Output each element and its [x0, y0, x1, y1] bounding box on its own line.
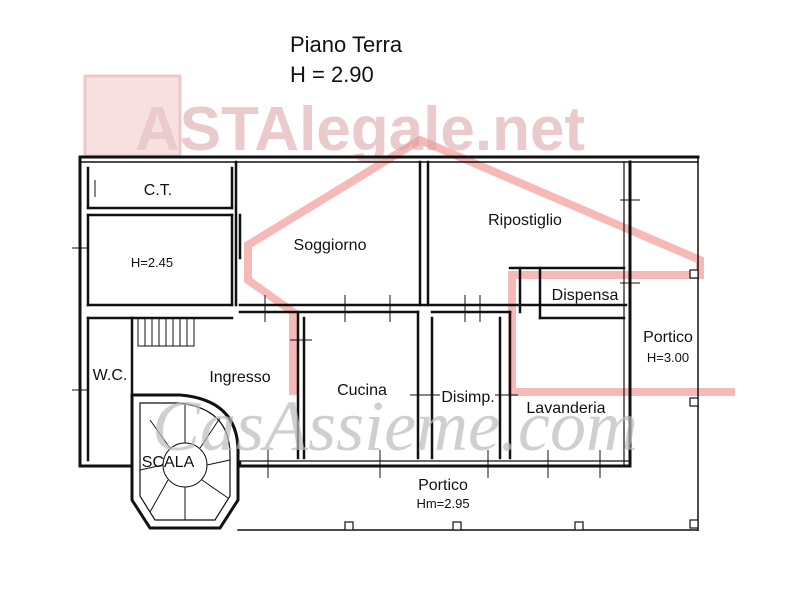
interior-walls: [86, 160, 628, 468]
room-label-scala: SCALA: [142, 454, 195, 471]
room-label-portico-bottom-height: Hm=2.95: [416, 496, 469, 511]
casassieme-watermark-text: CasAssieme.com: [152, 386, 638, 466]
room-label-ripostiglio: Ripostiglio: [488, 212, 562, 229]
house-outline-watermark: [244, 135, 735, 396]
room-label-portico-right: Portico: [643, 329, 693, 346]
spiral-staircase: [130, 393, 240, 530]
porch-columns: [344, 269, 699, 531]
plan-title: Piano Terra: [290, 32, 403, 57]
exterior-walls: [78, 155, 700, 531]
openings: [72, 180, 640, 478]
room-label-disimp: Disimp.: [441, 389, 494, 406]
room-label-ingresso: Ingresso: [209, 369, 270, 386]
room-label-ct: C.T.: [144, 182, 172, 199]
room-label-soggiorno: Soggiorno: [294, 237, 367, 254]
astalegale-logo-watermark: ASTAlegale.net: [83, 74, 585, 164]
plan-height: H = 2.90: [290, 62, 374, 87]
entry-steps: [137, 317, 195, 347]
room-label-cucina: Cucina: [337, 382, 387, 399]
room-label-portico-bottom: Portico: [418, 477, 468, 494]
room-label-wc: W.C.: [93, 367, 128, 384]
room-label-h245: H=2.45: [131, 255, 173, 270]
room-label-lavanderia: Lavanderia: [526, 400, 605, 417]
room-label-dispensa: Dispensa: [552, 287, 619, 304]
astalegale-watermark-text: ASTAlegale.net: [135, 95, 585, 164]
room-label-portico-right-height: H=3.00: [647, 350, 689, 365]
